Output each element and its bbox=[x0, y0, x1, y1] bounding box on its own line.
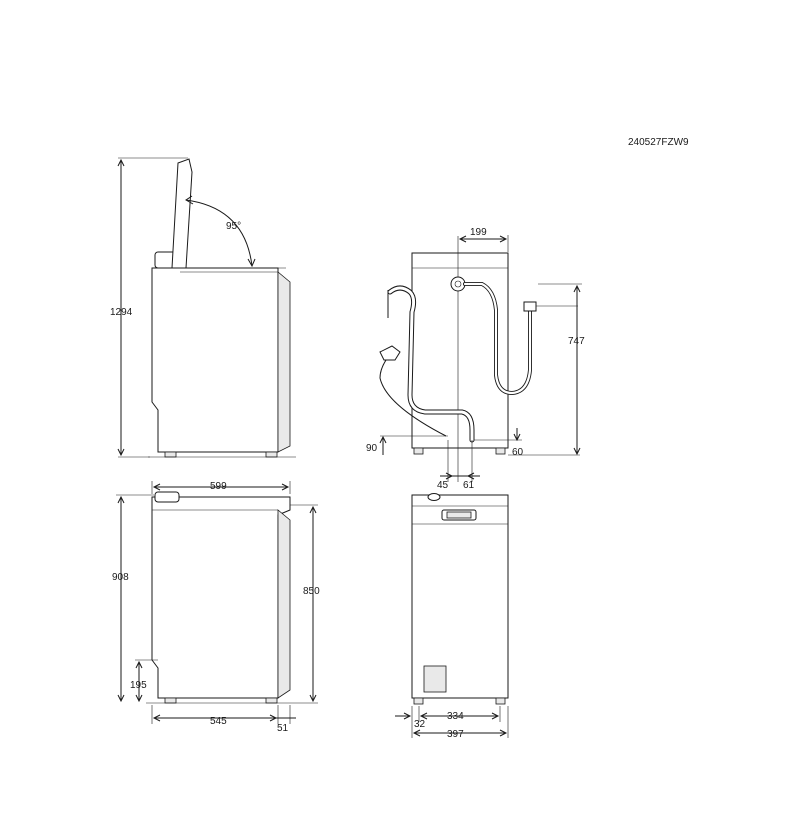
dim-hose-offset: 199 bbox=[470, 227, 487, 238]
dim-width: 397 bbox=[447, 729, 464, 740]
dim-depth-body: 545 bbox=[210, 716, 227, 727]
side-view-lid-open: 1294 95° bbox=[110, 157, 296, 458]
dim-drain-offset-right: 61 bbox=[463, 480, 475, 491]
dim-drain-height: 90 bbox=[366, 443, 378, 454]
dim-lid-angle: 95° bbox=[226, 221, 241, 232]
drawing-code: 240527FZW9 bbox=[628, 137, 689, 148]
dim-foot-inset: 32 bbox=[414, 719, 426, 730]
dim-height-lid-open: 1294 bbox=[110, 307, 133, 318]
dim-base-height: 195 bbox=[130, 680, 147, 691]
dim-depth-extra: 51 bbox=[277, 723, 289, 734]
dim-depth-top: 599 bbox=[210, 481, 227, 492]
dim-foot-height: 60 bbox=[512, 447, 524, 458]
dim-height-total: 908 bbox=[112, 572, 129, 583]
dim-inlet-height: 747 bbox=[568, 336, 585, 347]
dim-height-body: 850 bbox=[303, 586, 320, 597]
dim-foot-spacing: 334 bbox=[447, 711, 464, 722]
side-view: 599 908 850 195 545 51 bbox=[112, 481, 320, 734]
front-view: 32 334 397 bbox=[395, 493, 509, 740]
back-view: 199 747 90 60 45 61 bbox=[366, 227, 585, 491]
dim-drain-offset-left: 45 bbox=[437, 480, 449, 491]
